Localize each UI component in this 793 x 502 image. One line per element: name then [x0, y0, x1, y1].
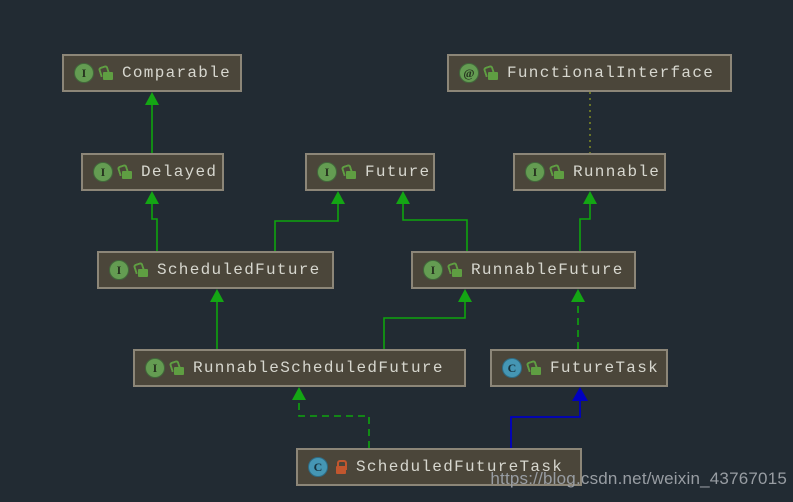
lock-open-icon	[168, 359, 184, 376]
node-label: Runnable	[573, 163, 661, 181]
interface-icon: I	[423, 260, 443, 280]
lock-open-icon	[340, 163, 356, 180]
node-label: Future	[365, 163, 431, 181]
interface-icon: I	[74, 63, 94, 83]
lock-open-icon	[97, 64, 113, 81]
edge-runnablefuture-extends-future	[396, 191, 468, 251]
node-label: RunnableFuture	[471, 261, 624, 279]
edge-scheduledfuture-extends-delayed	[145, 191, 159, 251]
lock-open-icon	[548, 163, 564, 180]
edge-scheduledfuturetask-extends-futuretask	[510, 387, 588, 448]
node-delayed[interactable]: I Delayed	[81, 153, 224, 191]
edge-runnablescheduledfuture-extends-runnablefuture	[383, 289, 472, 349]
node-functional-interface[interactable]: @ FunctionalInterface	[447, 54, 732, 92]
class-icon: C	[502, 358, 522, 378]
node-runnable-scheduled-future[interactable]: I RunnableScheduledFuture	[133, 349, 466, 387]
node-runnable[interactable]: I Runnable	[513, 153, 666, 191]
edge-runnablescheduledfuture-extends-scheduledfuture	[210, 289, 224, 349]
node-comparable[interactable]: I Comparable	[62, 54, 242, 92]
node-label: ScheduledFutureTask	[356, 458, 564, 476]
lock-open-icon	[525, 359, 541, 376]
lock-open-icon	[132, 261, 148, 278]
node-runnable-future[interactable]: I RunnableFuture	[411, 251, 636, 289]
node-scheduled-future-task[interactable]: C ScheduledFutureTask	[296, 448, 582, 486]
edge-scheduledfuture-extends-future	[274, 191, 345, 251]
edge-scheduledfuturetask-implements-runnablescheduledfuture	[292, 387, 370, 448]
watermark-url: https://blog.csdn.net/weixin_43767015	[490, 469, 787, 488]
edge-futuretask-implements-runnablefuture	[571, 289, 585, 349]
interface-icon: I	[109, 260, 129, 280]
class-icon: C	[308, 457, 328, 477]
node-label: FunctionalInterface	[507, 64, 715, 82]
node-future-task[interactable]: C FutureTask	[490, 349, 668, 387]
node-label: ScheduledFuture	[157, 261, 321, 279]
lock-open-icon	[446, 261, 462, 278]
node-label: Delayed	[141, 163, 218, 181]
interface-icon: I	[145, 358, 165, 378]
edge-delayed-extends-comparable	[145, 92, 159, 153]
interface-icon: I	[317, 162, 337, 182]
annotation-icon: @	[459, 63, 479, 83]
node-scheduled-future[interactable]: I ScheduledFuture	[97, 251, 334, 289]
node-label: FutureTask	[550, 359, 660, 377]
lock-open-icon	[116, 163, 132, 180]
edge-runnablefuture-extends-runnable	[579, 191, 597, 251]
interface-icon: I	[93, 162, 113, 182]
lock-open-icon	[482, 64, 498, 81]
node-label: Comparable	[122, 64, 232, 82]
node-label: RunnableScheduledFuture	[193, 359, 444, 377]
interface-icon: I	[525, 162, 545, 182]
node-future[interactable]: I Future	[305, 153, 435, 191]
lock-closed-icon	[334, 459, 347, 475]
